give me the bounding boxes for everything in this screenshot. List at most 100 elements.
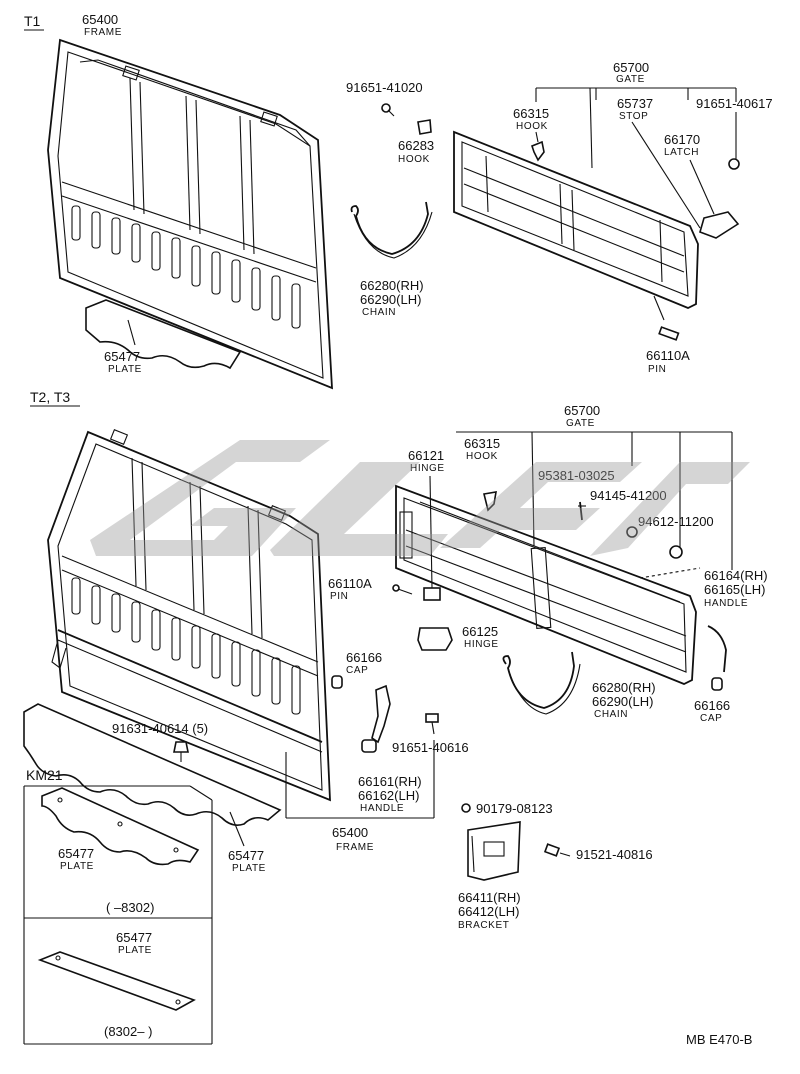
t2-cap-drawing [331,675,343,689]
t2-chain-name: CHAIN [594,709,628,720]
t1-frame-callout: 65400 FRAME [82,12,122,38]
t1-gate-name: GATE [616,74,645,85]
t2-handle-drawing [361,684,391,753]
t2-gate-drawing [395,484,697,685]
t2-cap2-number: 66166 [694,698,730,713]
t2-hinge2-name: HINGE [464,639,499,650]
t2-handle-gate-drawing [707,625,727,673]
t2-hinge-leader [429,475,433,589]
t2-cap-name: CAP [346,665,368,676]
t2-plate-leader [229,811,245,847]
t1-plate-name: PLATE [108,364,142,375]
km21-box [23,785,213,1045]
t2-hinge2-number: 66125 [462,624,498,639]
t2-handle-gate-number-rh: 66164(RH) [704,568,768,583]
t2-bolt-number: 91631-40614 (5) [112,721,208,736]
t2-hook-drawing [483,491,497,512]
t1-gate-hook-drawing [531,140,545,162]
t2-screw-drawing [543,843,571,857]
t2-plate-number: 65477 [228,848,264,863]
t1-frame-number: 65400 [82,12,118,27]
t1-latch-name: LATCH [664,147,699,158]
t1-pin-name: PIN [648,364,666,375]
t1-gate-hook-leader [535,131,539,143]
t2-frame-drawing [47,429,331,802]
km21-plate2-number: 65477 [116,930,152,945]
t2-hinge-name: HINGE [410,463,445,474]
t2-bolt2-drawing [425,713,439,735]
t2-pin-drawing [392,584,413,595]
t2-chain-number-lh: 66290(LH) [592,694,653,709]
t2-handle-gate-name: HANDLE [704,598,748,609]
t2-chain-drawing [502,651,581,715]
t1-latch-number: 66170 [664,132,700,147]
t1-gate-bolt-drawing [728,112,740,170]
t2-nut-number: 90179-08123 [476,801,553,816]
t2-handle-name: HANDLE [360,803,404,814]
t1-gate-drawing [453,130,699,309]
t1-stop-leader [631,121,701,229]
t2-chain-number-rh: 66280(RH) [592,680,656,695]
km21-plate1-range: ( –8302) [106,900,154,915]
t1-gate-hook-number: 66315 [513,106,549,121]
t2-gate-name: GATE [566,418,595,429]
t2-bolt2-number: 91651-40616 [392,740,469,755]
t2-part1-number: 95381-03025 [538,468,615,483]
t1-gate-number: 65700 [613,60,649,75]
t2-cap2-drawing [711,677,723,691]
t1-gate-leader-lines [535,87,737,169]
t1-frame-name: FRAME [84,27,122,38]
t2-frame-leader [285,740,435,819]
t2-hook-number: 66315 [464,436,500,451]
t2-bolt-drawing [173,741,189,762]
t1-chain-number-rh: 66280(RH) [360,278,424,293]
t2-hinge-number: 66121 [408,448,444,463]
t1-chain-number-lh: 66290(LH) [360,292,421,307]
t1-hook-number: 66283 [398,138,434,153]
t1-pin-number: 66110A [646,348,690,363]
t1-gate-bolt-number: 91651-40617 [696,96,773,111]
t2-pin-name: PIN [330,591,348,602]
t1-plate-drawing [85,299,242,370]
t1-bolt-number: 91651-41020 [346,80,423,95]
t2-handle-gate-number-lh: 66165(LH) [704,582,765,597]
section-label-km21: KM21 [26,767,63,783]
t2-frame-name: FRAME [336,842,374,853]
section-label-t1: T1 [24,13,41,29]
t1-latch-drawing [689,159,740,239]
t1-stop-name: STOP [619,111,648,122]
t1-pin-drawing [653,295,680,341]
t1-gate-hook-name: HOOK [516,121,548,132]
t2-hinge-drawing [423,587,441,601]
t2-hinge2-drawing [417,627,453,651]
t2-pin-number: 66110A [328,576,372,591]
t2-hook-name: HOOK [466,451,498,462]
t2-handle-gate-leader [639,567,701,579]
km21-plate1-drawing [41,787,200,866]
t2-bracket-drawing [467,821,521,881]
t2-cap2-name: CAP [700,713,722,724]
t2-handle-number-lh: 66162(LH) [358,788,419,803]
t1-plate-number: 65477 [104,349,140,364]
t2-bracket-number-lh: 66412(LH) [458,904,519,919]
t2-part2-drawing [626,526,638,538]
km21-plate2-range: (8302– ) [104,1024,152,1039]
t1-hook-drawing [417,119,432,135]
t2-gate-leader-lines [456,431,733,570]
t1-chain-drawing [350,201,433,259]
km21-plate2-name: PLATE [118,945,152,956]
footer-code: MB E470-B [686,1032,752,1047]
t2-part1-drawing [578,501,586,521]
t2-cap-number: 66166 [346,650,382,665]
t2-frame-number: 65400 [332,825,368,840]
t1-plate-callout: 65477 PLATE [104,319,142,375]
t2-bracket-name: BRACKET [458,920,509,931]
watermark-logo [90,440,750,556]
t2-handle-number-rh: 66161(RH) [358,774,422,789]
t1-stop-number: 65737 [617,96,653,111]
t1-bolt-drawing [381,103,395,117]
km21-plate2-drawing [37,951,196,1011]
t1-frame-drawing [47,38,333,390]
t2-screw-number: 91521-40816 [576,847,653,862]
